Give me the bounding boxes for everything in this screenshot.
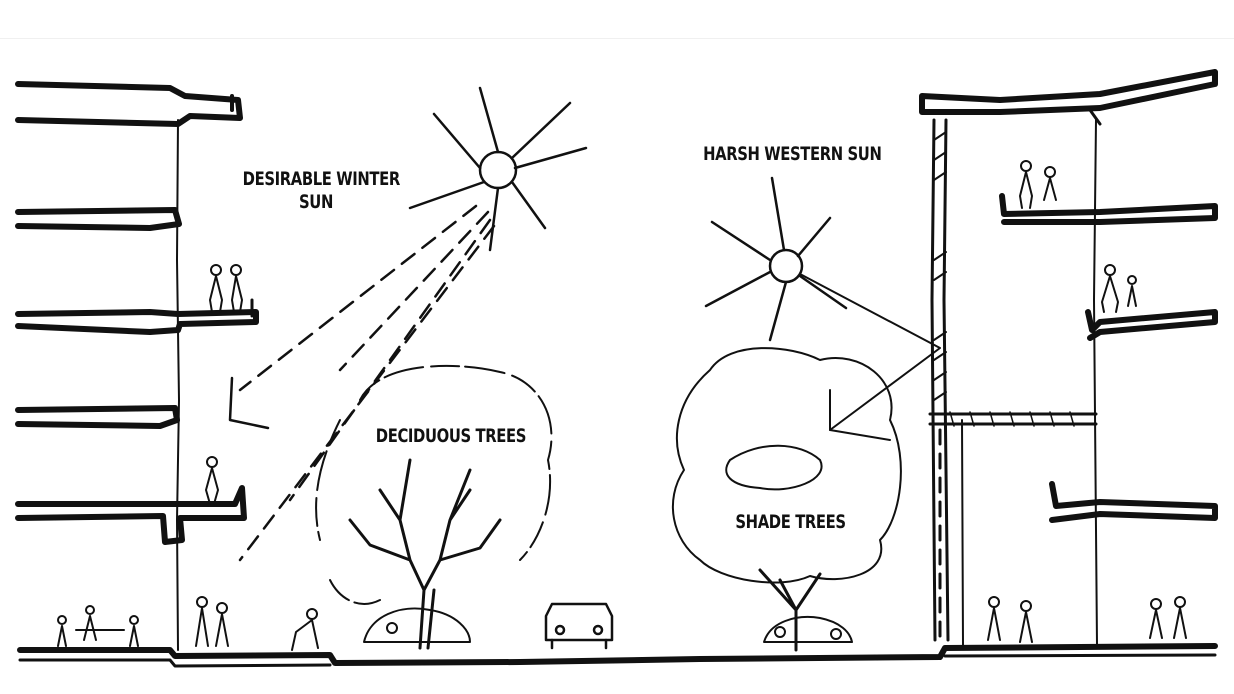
western-sun-icon [704,176,941,441]
car [544,602,614,650]
people-figures [57,160,1187,651]
label-deciduous-trees: DECIDUOUS TREES [375,425,527,447]
label-winter-sun-line1: DESIRABLE WINTER [242,168,401,190]
label-western-sun: HARSH WESTERN SUN [703,143,882,165]
right-building [919,69,1218,646]
parked-car [363,607,471,643]
label-shade-trees: SHADE TREES [735,511,846,533]
label-winter-sun-line2: SUN [299,191,333,213]
label-winter-sun: DESIRABLE WINTER SUN [242,168,401,214]
top-divider [0,38,1234,39]
arrow-head [228,376,270,430]
shade-tree [671,347,902,652]
parked-car [763,616,853,643]
winter-sun-icon [408,86,588,252]
left-building [15,81,259,651]
deciduous-tree [315,364,553,650]
winter-sun-ray [238,204,496,562]
ground-line [17,643,1218,668]
